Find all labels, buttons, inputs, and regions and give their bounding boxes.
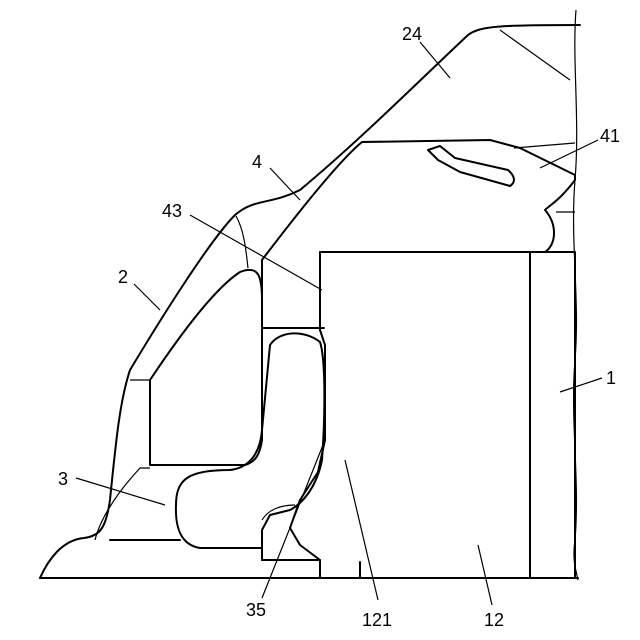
- upper-seal-slot: [428, 146, 514, 186]
- label-4: 4: [252, 152, 262, 172]
- label-3: 3: [58, 469, 68, 489]
- leader-35: [262, 440, 325, 598]
- label-1: 1: [606, 368, 616, 388]
- label-24: 24: [402, 24, 422, 44]
- leader-12: [478, 545, 492, 605]
- label-35: 35: [246, 600, 266, 620]
- housing-line-3: [514, 143, 575, 148]
- left-lip: [150, 270, 262, 465]
- upper-seal-step: [262, 260, 324, 328]
- label-43: 43: [162, 201, 182, 221]
- label-121: 121: [362, 610, 392, 630]
- label-41: 41: [600, 126, 620, 146]
- label-2: 2: [118, 267, 128, 287]
- lower-seal-ring: [176, 333, 324, 548]
- upper-seal-body: [262, 140, 575, 328]
- housing-inner-line: [95, 468, 150, 540]
- lower-base: [110, 540, 262, 560]
- leader-41: [540, 140, 598, 168]
- shaft-block: [290, 252, 530, 578]
- housing-outline: [40, 25, 580, 578]
- leader-43: [190, 215, 322, 290]
- leader-24: [420, 42, 450, 78]
- leader-2: [134, 284, 160, 310]
- leader-3: [76, 478, 165, 505]
- label-12: 12: [484, 610, 504, 630]
- leader-1: [560, 378, 602, 392]
- shaft-block-right: [530, 252, 575, 578]
- housing-line-2: [500, 30, 570, 80]
